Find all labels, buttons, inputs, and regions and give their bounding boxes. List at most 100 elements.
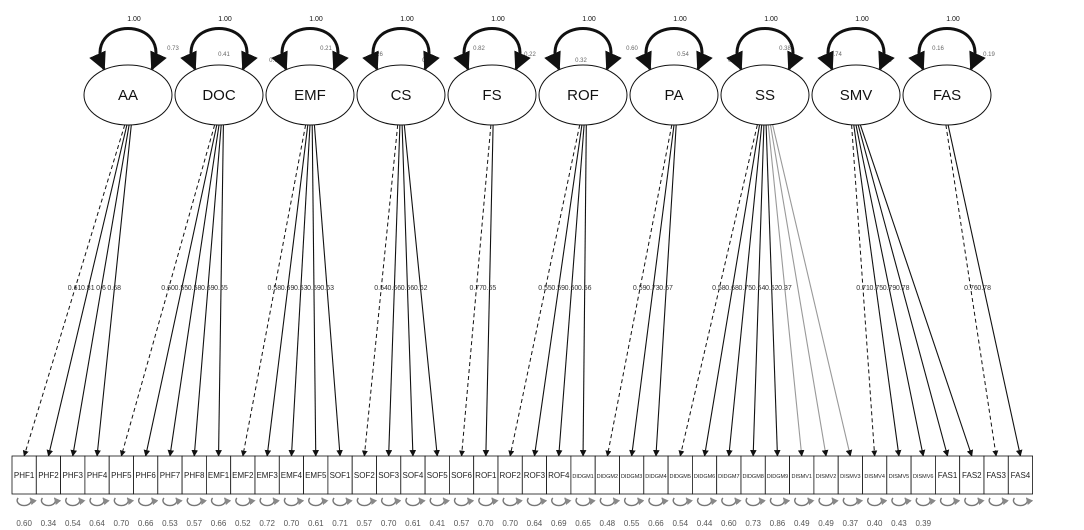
error-variance-arc	[721, 497, 742, 507]
indicator-sof2: SOF2 0.57	[351, 455, 378, 528]
loading-label: 0.69	[201, 285, 215, 292]
error-variance-label: 0.70	[478, 519, 494, 528]
indicator-box	[497, 455, 523, 495]
indicator-label: PHF1	[14, 471, 35, 480]
error-variance-arc	[186, 497, 207, 507]
indicator-label: FAS3	[986, 471, 1006, 480]
error-variance-arc	[745, 497, 766, 507]
indicator-fas4: FAS4	[1007, 455, 1034, 507]
error-variance-label: 0.57	[357, 519, 373, 528]
indicator-label: DISMV5	[889, 474, 909, 480]
covariance-label: 0.74	[830, 52, 842, 58]
indicator-box	[886, 455, 912, 495]
loading-label: 0.65	[483, 285, 497, 292]
loading-label: 0.60	[161, 285, 175, 292]
indicator-box	[837, 455, 863, 495]
indicator-label: EMF5	[305, 471, 327, 480]
indicator-label: SOF2	[354, 471, 375, 480]
error-variance-label: 0.70	[502, 519, 518, 528]
latent-ellipse	[83, 64, 173, 126]
indicator-label: EMF2	[232, 471, 254, 480]
loading-label: 0.54	[374, 285, 388, 292]
error-variance-label: 0.54	[65, 519, 81, 528]
error-variance-arc	[502, 497, 523, 507]
covariance-label: 0.21	[320, 46, 332, 52]
error-variance-arc	[551, 497, 572, 507]
loading-arrow	[678, 124, 758, 457]
error-variance-arc	[623, 497, 645, 507]
loading-label: 0.76	[964, 285, 978, 292]
loading-arrow	[264, 124, 309, 457]
loading-arrow	[702, 124, 761, 457]
loading-arrow	[288, 124, 311, 457]
loading-label: 0.6	[96, 285, 106, 292]
loading-arrow	[947, 124, 1023, 457]
loading-arrow	[94, 124, 132, 457]
error-variance-label: 0.69	[551, 519, 567, 528]
indicator-label: SOF1	[330, 471, 351, 480]
latent-ellipse	[811, 64, 901, 126]
indicator-rof2: ROF2 0.70	[497, 455, 523, 528]
covariance-label: 0.38	[779, 46, 791, 52]
loading-label: 0.78	[896, 285, 910, 292]
error-variance-arc	[964, 497, 985, 507]
observed-indicators: PHF10.60PHF20.34PHF30.54PHF40.64PHF50.70…	[11, 455, 1034, 528]
loading-label: 0.68	[107, 285, 121, 292]
loading-arrow	[750, 124, 765, 457]
indicator-phf3: PHF3 0.54	[60, 455, 86, 528]
indicator-label: EMF1	[208, 471, 230, 480]
error-variance-arc	[672, 497, 693, 507]
error-variance-arc	[65, 497, 86, 507]
indicator-label: SOF6	[451, 471, 472, 480]
error-variance-arc	[113, 497, 135, 507]
error-variance-arc	[939, 497, 961, 507]
loading-label: 0.66	[387, 285, 401, 292]
indicator-label: FAS1	[938, 471, 958, 480]
loading-arrow	[853, 124, 902, 457]
error-variance-label: 0.66	[211, 519, 227, 528]
loading-arrow	[311, 124, 319, 457]
error-variance-label: 0.43	[891, 519, 907, 528]
loading-label: 0.77	[469, 285, 483, 292]
indicator-box	[181, 455, 207, 495]
error-variance-label: 0.37	[843, 519, 859, 528]
loading-label: 0.58	[268, 285, 282, 292]
indicator-box	[133, 455, 159, 495]
indicator-emf1: EMF1 0.66	[205, 455, 232, 528]
loading-label: 0.56	[578, 285, 592, 292]
indicator-label: PHF3	[63, 471, 84, 480]
latent-factors: 1.00AA1.00DOC1.00EMF1.00CS1.00FS1.00ROF1…	[83, 16, 992, 126]
indicator-label: DIDGM1	[572, 474, 593, 480]
error-variance-label: 0.60	[16, 519, 32, 528]
indicator-box	[84, 455, 110, 495]
latent-label: AA	[118, 87, 138, 104]
variance-loop	[635, 27, 713, 71]
variance-label: 1.00	[673, 16, 687, 23]
indicator-box	[254, 455, 280, 495]
loading-arrow	[459, 124, 492, 457]
indicator-fas2: FAS2	[959, 455, 985, 507]
loading-arrow	[482, 124, 494, 457]
error-variance-arc	[429, 497, 450, 507]
error-variance-arc	[866, 497, 888, 507]
error-variance-label: 0.61	[308, 519, 324, 528]
loading-arrow	[46, 124, 128, 457]
latent-label: FAS	[933, 87, 961, 104]
loading-arrow	[857, 124, 950, 457]
loading-arrow	[653, 124, 677, 457]
variance-loop	[453, 27, 531, 71]
indicator-box	[643, 455, 669, 495]
indicator-label: ROF2	[499, 471, 521, 480]
variance-label: 1.00	[491, 16, 505, 23]
